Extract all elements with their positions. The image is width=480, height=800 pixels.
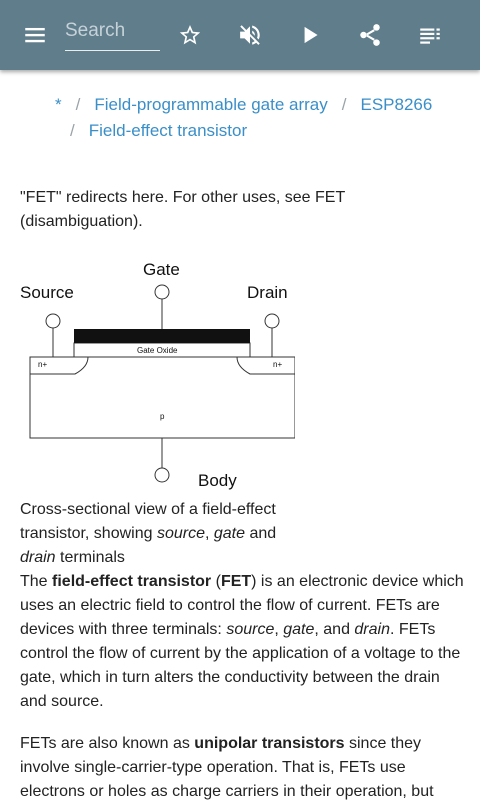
gate-label: Gate <box>143 260 180 279</box>
breadcrumb-separator: / <box>75 95 81 114</box>
contents-button[interactable] <box>410 15 450 55</box>
breadcrumb-item-esp8266[interactable]: ESP8266 <box>360 95 433 114</box>
caption-drain-term: drain <box>20 549 56 566</box>
bold-term-fet-full: field-effect transistor <box>52 573 212 590</box>
gate-metal <box>74 329 250 343</box>
body-label: Body <box>198 471 237 490</box>
mute-button[interactable] <box>230 15 270 55</box>
search-field[interactable] <box>65 16 160 51</box>
gate-oxide-label: Gate Oxide <box>137 346 178 355</box>
italic-term-gate: gate <box>283 621 315 638</box>
n-plus-left-label: n+ <box>38 360 47 369</box>
mute-icon <box>240 25 260 45</box>
gate-terminal <box>154 284 170 300</box>
breadcrumb: */Field-programmable gate array/ESP8266 … <box>55 92 455 140</box>
bold-term-unipolar: unipolar transistors <box>194 735 345 752</box>
share-button[interactable] <box>350 15 390 55</box>
fet-cross-section-figure[interactable]: Gate Source Drain Gate Oxide n+ n+ p Bod… <box>20 255 296 492</box>
play-icon <box>304 26 318 44</box>
breadcrumb-item-fpga[interactable]: Field-programmable gate array <box>94 95 328 114</box>
drain-terminal <box>264 313 280 329</box>
share-icon <box>360 24 380 46</box>
paragraph-text: The <box>20 573 53 590</box>
caption-text: Cross-sectional view of a field-effect t… <box>20 501 276 542</box>
caption-text: and <box>245 525 277 542</box>
caption-text: terminals <box>55 549 125 566</box>
figure-caption: Cross-sectional view of a field-effect t… <box>20 498 310 570</box>
breadcrumb-separator: / <box>70 121 75 140</box>
menu-button[interactable] <box>15 15 55 55</box>
play-button[interactable] <box>290 15 330 55</box>
breadcrumb-separator: / <box>341 95 347 114</box>
bookmark-button[interactable] <box>170 15 210 55</box>
app-toolbar <box>0 0 480 70</box>
bold-term-fet: FET <box>220 573 252 590</box>
redirect-note: "FET" redirects here. For other uses, se… <box>20 189 345 230</box>
p-substrate-label: p <box>160 412 165 421</box>
body-terminal <box>154 467 170 483</box>
paragraph-text: FETs are also known as <box>20 735 195 752</box>
paragraph-text: , <box>274 621 284 638</box>
caption-gate-term: gate <box>213 525 246 542</box>
source-terminal <box>45 313 61 329</box>
article-content: */Field-programmable gate array/ESP8266 … <box>0 70 480 800</box>
paragraph-text: ( <box>211 573 221 590</box>
caption-source-term: source <box>156 525 205 542</box>
unipolar-paragraph: FETs are also known as unipolar transist… <box>20 732 465 800</box>
italic-term-drain: drain <box>354 621 390 638</box>
source-well-outline <box>30 356 89 375</box>
paragraph-text: ) is an electronic device which uses an … <box>20 573 464 638</box>
menu-icon <box>25 27 45 43</box>
italic-term-source: source <box>226 621 275 638</box>
intro-paragraph: The field-effect transistor (FET) is an … <box>20 570 465 714</box>
paragraph-text: since they involve single-carrier-type o… <box>20 735 434 800</box>
breadcrumb-item-home[interactable]: * <box>55 95 62 114</box>
substrate-block <box>29 356 296 439</box>
source-label: Source <box>20 283 74 302</box>
breadcrumb-item-fet[interactable]: Field-effect transistor <box>88 121 248 140</box>
drain-label: Drain <box>247 283 288 302</box>
fet-diagram: Gate Source Drain Gate Oxide n+ n+ p Bod… <box>20 260 296 490</box>
list-icon <box>420 28 440 44</box>
paragraph-text: . FETs control the flow of current by th… <box>20 621 461 710</box>
paragraph-text: , and <box>314 621 355 638</box>
caption-text: , <box>204 525 214 542</box>
star-icon <box>179 25 201 45</box>
search-input[interactable] <box>65 16 160 46</box>
n-plus-right-label: n+ <box>273 360 282 369</box>
drain-well-outline <box>236 356 295 375</box>
